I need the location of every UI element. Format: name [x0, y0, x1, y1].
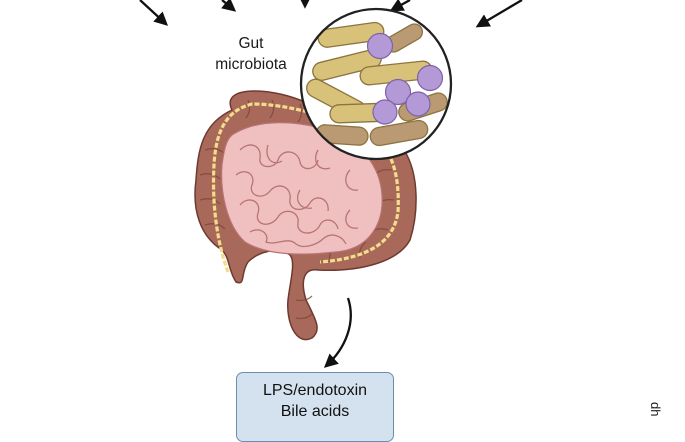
arrow-in-4 [389, 0, 411, 12]
arrow-out [323, 297, 352, 368]
coccus-bacteria [366, 32, 444, 125]
gut-label-line2: microbiota [215, 56, 287, 73]
output-box: LPS/endotoxin Bile acids [236, 372, 394, 442]
microbiota-zoom-circle [299, 7, 453, 161]
arrow-in-5 [475, 0, 523, 28]
gut-microbiota-label: Gut microbiota [196, 33, 306, 75]
output-box-line1: LPS/endotoxin [262, 382, 368, 399]
gut-microbiota-diagram [139, 0, 523, 368]
output-box-line2: Bile acids [280, 403, 350, 420]
edge-text: dh [648, 402, 663, 417]
incoming-arrows [139, 0, 523, 28]
small-intestine [221, 122, 383, 255]
arrow-in-1 [139, 0, 169, 26]
arrow-in-2 [221, 0, 237, 12]
gut-label-line1: Gut [238, 35, 264, 52]
